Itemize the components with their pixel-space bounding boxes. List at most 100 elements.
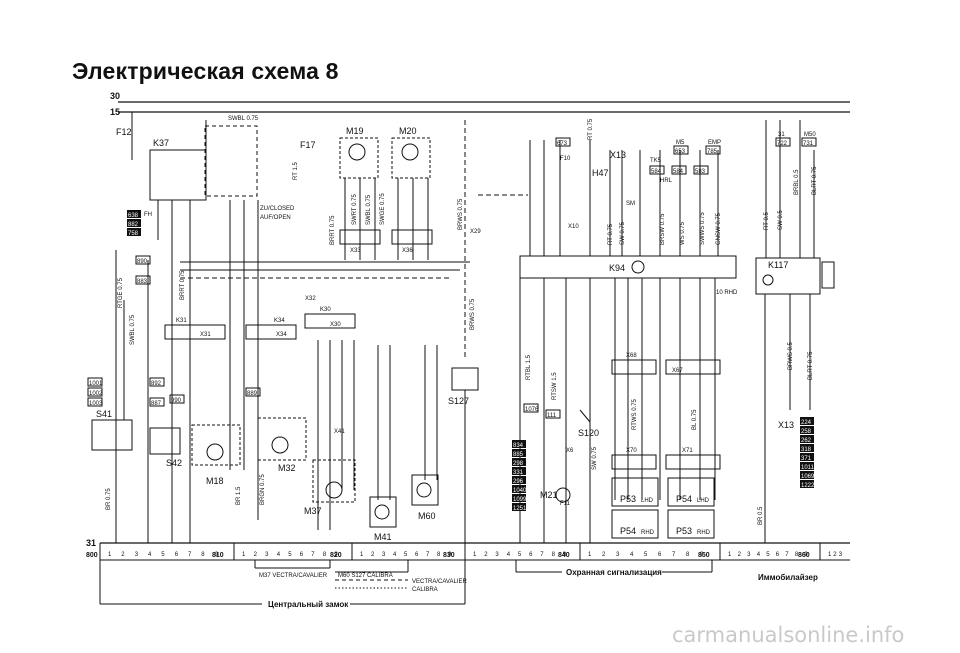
- ruler-tick-860-1: 1: [828, 552, 832, 558]
- wire-label-blrt-2: BLRT 0.75: [808, 351, 814, 380]
- connector-x33-label: X33: [350, 248, 361, 254]
- p54-rhd-box: [611, 509, 659, 539]
- connector-x70-label: X70: [626, 448, 637, 454]
- m21-motor-symbol: [555, 487, 571, 503]
- ruler-tick-820-7: 7: [426, 552, 430, 558]
- fuse-f11-label: F11: [560, 501, 571, 507]
- lamp-p54-lhd-label: P54: [676, 494, 692, 504]
- caption-central-lock: Центральный замок: [268, 600, 349, 609]
- fuse-f17-label: F17: [300, 140, 316, 150]
- ruler-tick-830-2: 2: [484, 552, 488, 558]
- connector-x29-label: X29: [470, 229, 481, 235]
- zu-auf-module: [204, 125, 258, 197]
- switch-s127-label: S127: [448, 396, 469, 406]
- s127-switch-box: [451, 367, 479, 391]
- ruler-tick-830-3: 3: [495, 552, 499, 558]
- code-653: 653: [675, 149, 686, 155]
- wire-label-brbl: BRBL 0.5: [794, 169, 800, 195]
- wire-label-brsw: BRSW 0.75: [660, 213, 666, 245]
- wire-label-sw05: SW 0.5: [778, 210, 784, 230]
- wire-label-brgn: BRGN 0.75: [260, 474, 266, 505]
- ruler-tick-810-3: 3: [265, 552, 269, 558]
- code-258: 258: [801, 429, 812, 435]
- wire-label-brrt-2: BRRT 0.75: [330, 215, 336, 245]
- ruler-tick-840-7: 7: [672, 552, 676, 558]
- ruler-tick-820-3: 3: [382, 552, 386, 558]
- lamp-p53-rhd-label: P53: [676, 526, 692, 536]
- wire-label-sw1: SW 0.75: [592, 446, 598, 470]
- relay-k117-label: K117: [768, 260, 788, 270]
- code-1076: 1076: [525, 407, 539, 413]
- connector-x71-label: X71: [682, 448, 693, 454]
- ruler-tick-840-5: 5: [644, 552, 648, 558]
- code-318: 318: [801, 447, 812, 453]
- ruler-id-850: 850: [698, 552, 710, 559]
- wire-label-swws: SWWS 0.75: [700, 212, 706, 245]
- ruler-tick-810-5: 5: [288, 552, 292, 558]
- label-tk5: TK5: [650, 158, 662, 164]
- k94-module-icon: [631, 260, 645, 274]
- ruler-tick-810-4: 4: [277, 552, 281, 558]
- relay-k37-label: K37: [153, 138, 169, 148]
- switch-s120-label: S120: [578, 428, 599, 438]
- m32-motor-symbol: [271, 436, 289, 454]
- connector-x34-label: X34: [276, 332, 287, 338]
- ruler-id-860: 860: [798, 552, 810, 559]
- ruler-tick-810-1: 1: [242, 552, 246, 558]
- ruler-tick-830-7: 7: [540, 552, 544, 558]
- lamp-tag-rhd-2: RHD: [697, 530, 711, 536]
- ruler-tick-850-8: 8: [795, 552, 799, 558]
- wire-label-k37-link: RT 1.5: [293, 162, 299, 180]
- wire-label-br05: BR 0.5: [758, 506, 764, 525]
- relay-k34-label: K34: [274, 318, 285, 324]
- label-m50: M50: [804, 132, 816, 138]
- wire-label-brws: BRWS 0.75: [458, 198, 464, 230]
- ruler-id-820: 820: [330, 552, 342, 559]
- m60-motor-frame: [411, 474, 439, 506]
- m19-motor-symbol: [348, 143, 366, 161]
- caption-m37: M37 VECTRA/CAVALIER: [259, 573, 328, 579]
- code-722: 722: [777, 141, 788, 147]
- ruler-tick-810-9: 9: [334, 552, 338, 558]
- wire-label-swrt: SWRT 0.75: [352, 194, 358, 225]
- wire-label-auf: AUF/OPEN: [260, 215, 291, 221]
- connector-x13-label: X13: [610, 150, 626, 160]
- ruler-tick-800-3: 3: [135, 552, 139, 558]
- connector-x13-lower-label: X13: [778, 420, 794, 430]
- code-1040: 1040: [513, 488, 527, 494]
- code-673: 673: [557, 141, 568, 147]
- label-emp: EMP: [708, 140, 721, 146]
- code-1011: 1011: [801, 465, 815, 471]
- code-1222: 1222: [801, 483, 815, 489]
- legend-calibra: CALIBRA: [412, 587, 438, 593]
- relay-k31-label: K31: [176, 318, 187, 324]
- k117-connector: [821, 261, 835, 289]
- wire-label-rtbl: RTBL 1.5: [526, 354, 532, 380]
- code-584-b: 584: [673, 169, 684, 175]
- label-m5: M5: [676, 140, 685, 146]
- wire-label-br: BR 0.75: [106, 488, 112, 510]
- code-1002: 1002: [89, 391, 103, 397]
- motor-m20-label: M20: [399, 126, 417, 136]
- wire-label-rt075: RT 0.75: [588, 118, 594, 140]
- m32-motor-frame: [257, 417, 307, 461]
- code-785: 785: [707, 149, 718, 155]
- motor-m19-label: M19: [346, 126, 364, 136]
- ruler-tick-800-7: 7: [188, 552, 192, 558]
- wire-label-zu: ZU/CLOSED: [260, 206, 295, 212]
- ruler-tick-800-2: 2: [121, 552, 125, 558]
- k37-relay-box: [149, 149, 207, 201]
- wire-label-rtsw: RTSW 1.5: [552, 372, 558, 400]
- ruler-tick-850-2: 2: [738, 552, 742, 558]
- ruler-tick-850-4: 4: [757, 552, 761, 558]
- wire-label-swge: SWGE 0.75: [380, 193, 386, 225]
- lamp-tag-lhd-1: LHD: [641, 498, 654, 504]
- ruler-tick-810-2: 2: [254, 552, 258, 558]
- wire-label-top-bus: SWBL 0.75: [228, 116, 259, 122]
- motor-m41-label: M41: [374, 532, 392, 542]
- p53-rhd-box: [667, 509, 715, 539]
- code-1099: 1099: [513, 497, 527, 503]
- lamp-p53-lhd-label: P53: [620, 494, 636, 504]
- ruler-id-800: 800: [86, 552, 98, 559]
- wire-label-bl: BL 0.75: [692, 409, 698, 430]
